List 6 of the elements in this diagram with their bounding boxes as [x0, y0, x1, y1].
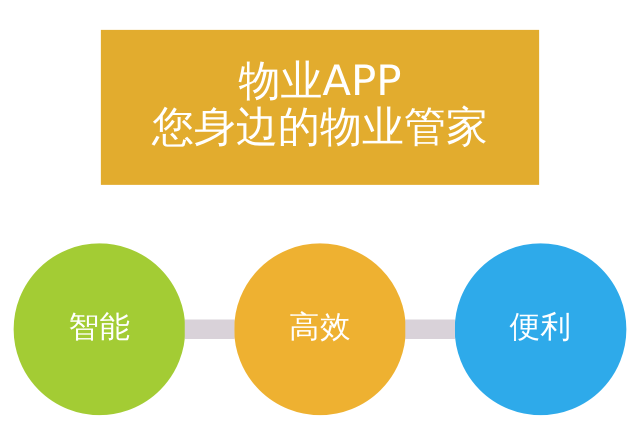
node-box: 物业APP 您身边的物业管家	[100, 29, 540, 184]
node-circle: 智能	[14, 242, 186, 415]
connector	[184, 319, 234, 339]
node-circle: 高效	[234, 242, 406, 415]
node-circle: 便利	[454, 242, 626, 415]
connector	[405, 319, 455, 339]
